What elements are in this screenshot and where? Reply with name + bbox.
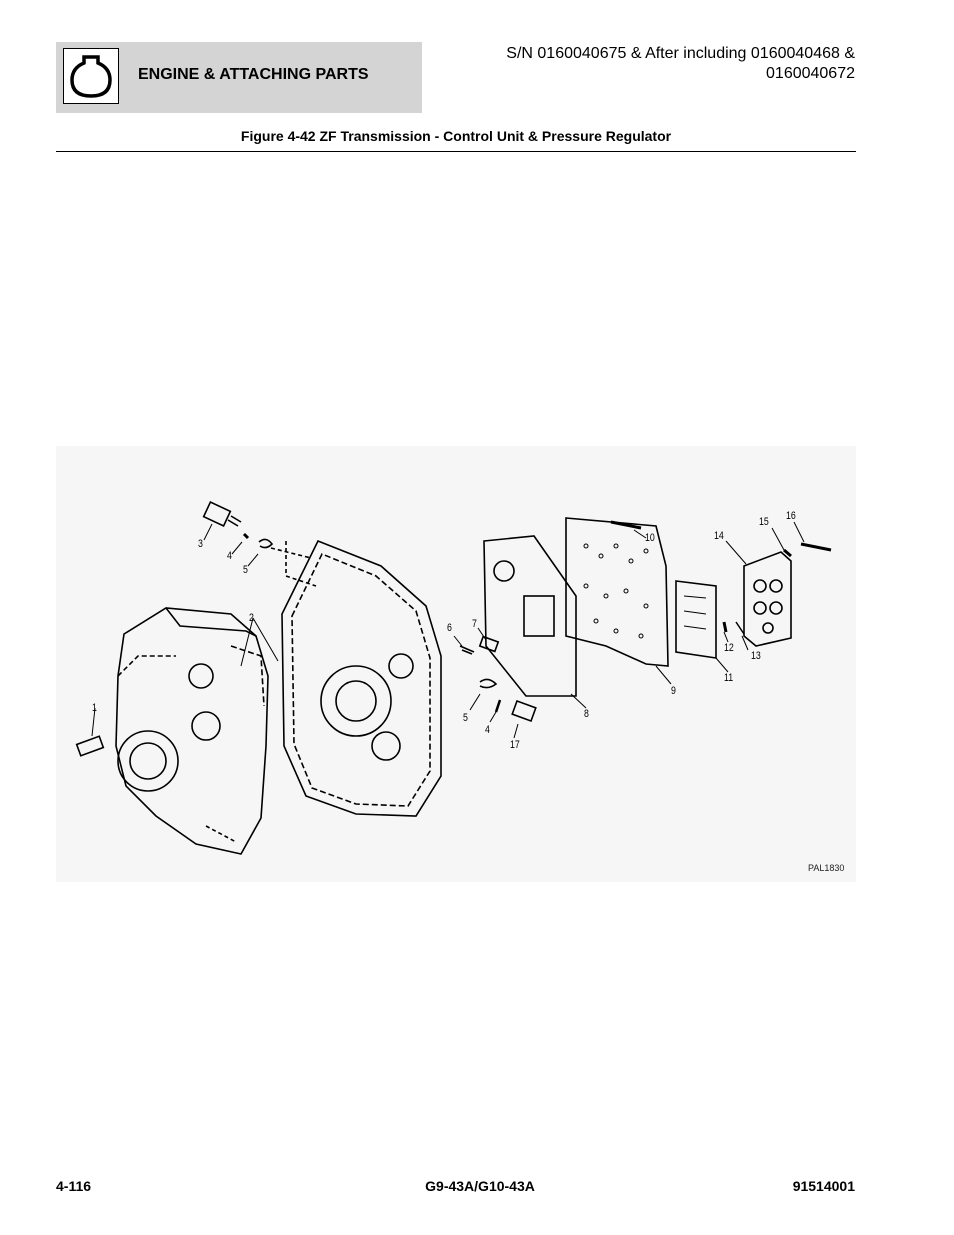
serial-line-1: S/N 0160040675 & After including 0160040… xyxy=(506,45,855,62)
callout-16: 16 xyxy=(786,510,796,522)
callout-15: 15 xyxy=(759,516,769,528)
callout-6: 6 xyxy=(447,622,452,634)
callout-8: 8 xyxy=(584,708,589,720)
callout-17: 17 xyxy=(510,739,520,751)
serial-number-range: S/N 0160040675 & After including 0160040… xyxy=(435,44,855,84)
section-header-box: ENGINE & ATTACHING PARTS xyxy=(56,42,422,113)
callout-13: 13 xyxy=(751,650,761,662)
callout-10: 10 xyxy=(645,532,655,544)
callout-11: 11 xyxy=(724,672,734,684)
callout-4: 4 xyxy=(227,550,232,562)
figure-title: Figure 4-42 ZF Transmission - Control Un… xyxy=(240,128,672,144)
callout-12: 12 xyxy=(724,642,734,654)
section-title: ENGINE & ATTACHING PARTS xyxy=(138,66,369,83)
callout-14: 14 xyxy=(714,530,724,542)
manual-part-number: 91514001 xyxy=(792,1178,855,1194)
callout-2: 2 xyxy=(249,612,254,624)
model-number: G9-43A/G10-43A xyxy=(425,1178,535,1194)
page-number: 4-116 xyxy=(56,1178,92,1194)
exploded-view-illustration: 1 2 3 4 5 6 7 5 4 17 8 9 10 11 12 13 14 … xyxy=(56,446,856,882)
callout-4b: 4 xyxy=(485,724,490,736)
callout-9: 9 xyxy=(671,685,676,697)
drawing-code: PAL1830 xyxy=(808,863,845,873)
callout-1: 1 xyxy=(92,702,97,714)
callout-7: 7 xyxy=(472,618,477,630)
serial-line-2: 0160040672 xyxy=(766,65,855,82)
callout-5b: 5 xyxy=(463,712,468,724)
engine-outline-icon xyxy=(63,48,119,104)
header-divider xyxy=(56,151,856,152)
callout-3: 3 xyxy=(198,538,203,550)
callout-5: 5 xyxy=(243,564,248,576)
transmission-drawing xyxy=(75,501,832,855)
